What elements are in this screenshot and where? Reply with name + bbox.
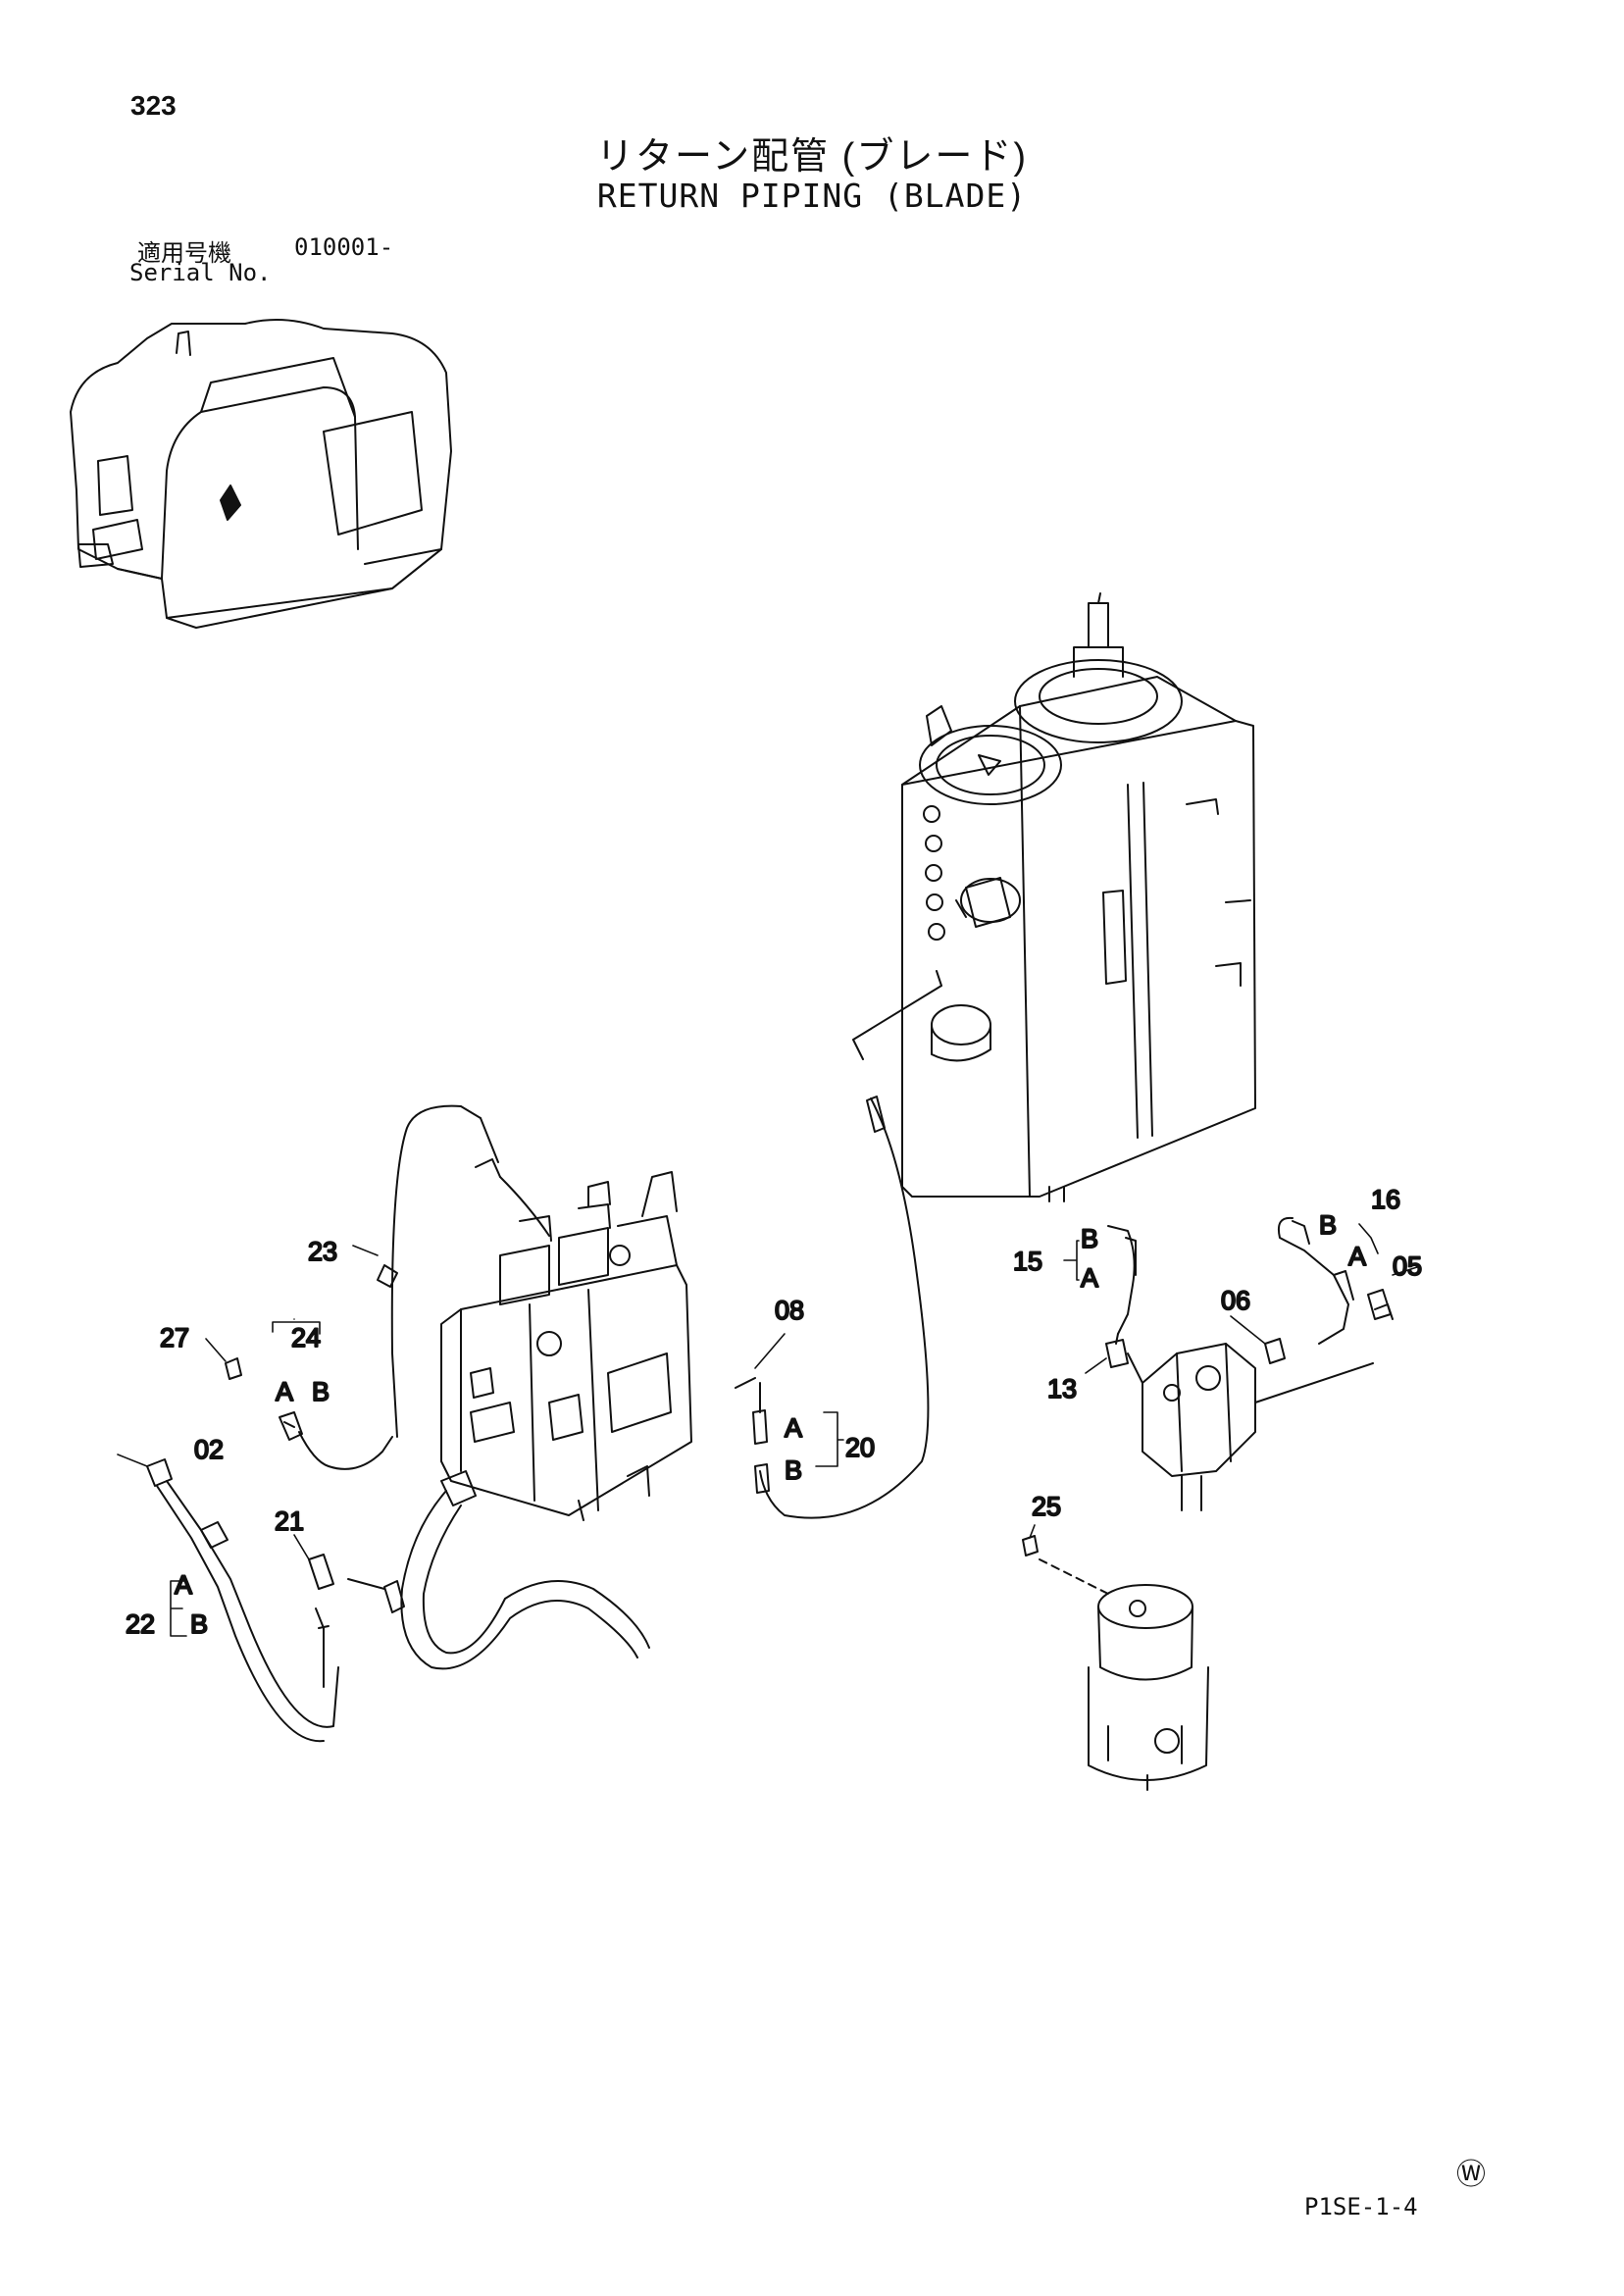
serial-label-english: Serial No. [129, 259, 272, 286]
title-japanese: リターン配管 (ブレード) [596, 136, 1028, 178]
figure-code: P1SE-1-4 [1304, 2193, 1418, 2220]
callout-15-b: B [1081, 1224, 1098, 1253]
callout-24-a: A [276, 1377, 293, 1406]
return-hose-20 [735, 970, 942, 1519]
callout-20: 20 [845, 1433, 875, 1462]
pipe-23 [377, 1104, 550, 1438]
callout-22-b: B [190, 1609, 208, 1639]
hose-22 [146, 1458, 339, 1743]
callout-21: 21 [275, 1506, 304, 1536]
callout-22-a: A [175, 1570, 192, 1600]
callout-20-b: B [785, 1455, 802, 1485]
hydraulic-oil-tank [901, 592, 1256, 1202]
callout-13: 13 [1047, 1374, 1077, 1403]
callout-16-a: A [1348, 1242, 1366, 1271]
fitting-13 [1105, 1339, 1129, 1368]
callout-23: 23 [308, 1237, 337, 1266]
callout-02: 02 [194, 1435, 224, 1464]
callout-24: 24 [291, 1323, 321, 1352]
callout-16-b: B [1319, 1210, 1337, 1240]
callout-16: 16 [1371, 1185, 1400, 1214]
serial-number-value: 010001- [294, 233, 394, 261]
title-english: RETURN PIPING (BLADE) [596, 177, 1028, 215]
callout-22: 22 [126, 1609, 155, 1639]
callout-27: 27 [160, 1323, 189, 1352]
callout-24-b: B [312, 1377, 330, 1406]
callout-08: 08 [775, 1296, 804, 1325]
control-valve [440, 1171, 692, 1521]
serial-label-japanese: 適用号機 [137, 240, 231, 267]
pipe-15 [1107, 1225, 1137, 1345]
fitting-25 [1022, 1535, 1109, 1595]
callout-15-a: A [1081, 1263, 1098, 1293]
leader-lines [117, 1223, 1418, 1637]
blade-control-valve [1127, 1343, 1374, 1511]
center-joint [1088, 1584, 1209, 1791]
return-hose-large [308, 1470, 650, 1688]
callout-06: 06 [1221, 1286, 1250, 1315]
callout-05: 05 [1393, 1251, 1422, 1281]
w-mark-symbol: Ⓦ [1456, 2159, 1486, 2191]
fitting-06 [1264, 1338, 1286, 1364]
fitting-05 [1374, 1303, 1394, 1320]
page-number: 323 [130, 90, 177, 121]
machine-location-thumbnail [70, 319, 452, 629]
callout-15: 15 [1013, 1247, 1042, 1276]
tank-port-fittings [923, 805, 945, 941]
fitting-27 [225, 1357, 242, 1380]
callout-20-a: A [785, 1413, 802, 1443]
hose-24 [279, 1411, 393, 1470]
callout-25: 25 [1032, 1492, 1061, 1521]
